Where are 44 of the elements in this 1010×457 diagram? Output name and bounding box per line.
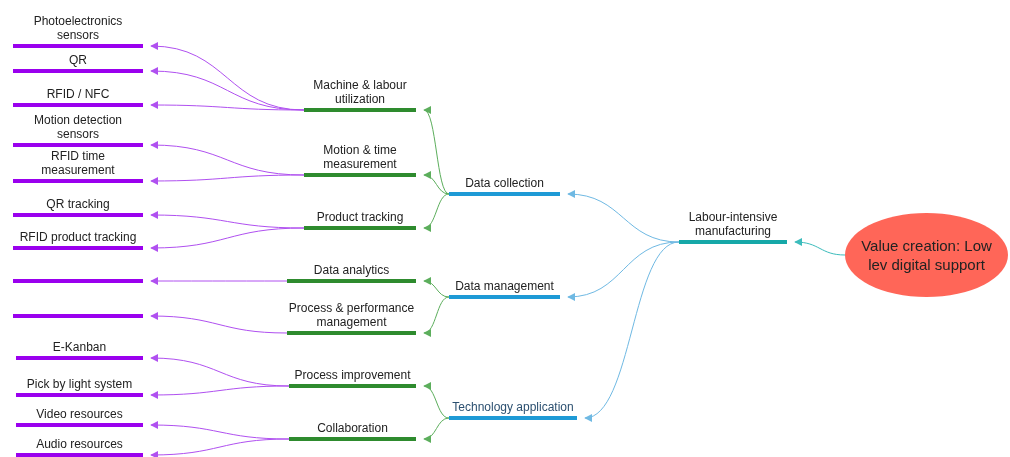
connector-arrow	[423, 193, 450, 231]
connector-arrow	[150, 174, 305, 185]
connector-arrow	[150, 421, 290, 440]
topic-label: QR	[69, 53, 87, 69]
topic-label: Data collection	[465, 176, 544, 192]
connector-arrow	[150, 354, 290, 387]
topic-label: Machine & labour utilization	[312, 78, 408, 108]
topic-label: QR tracking	[46, 197, 110, 213]
topic-label: Photoelectronics sensors	[32, 14, 124, 44]
connector-arrow	[150, 211, 305, 229]
connector-arrow	[423, 109, 450, 195]
topic-label: Collaboration	[317, 421, 388, 437]
topic-label: Motion & time measurement	[322, 143, 398, 173]
topic-label: Labour-intensive manufacturing	[687, 210, 779, 240]
topic-label: Process improvement	[294, 368, 411, 384]
topic-label: Product tracking	[316, 210, 404, 226]
connector-arrow	[423, 383, 450, 419]
connector-arrow	[150, 385, 290, 399]
topic-label: RFID / NFC	[46, 87, 110, 103]
topic-label: Motion detection sensors	[32, 113, 124, 143]
topic-label: Video resources	[36, 407, 123, 423]
connector-arrow	[423, 417, 450, 442]
connector-arrow	[150, 277, 288, 285]
topic-label: Technology application	[452, 400, 574, 416]
connector-arrow	[423, 296, 450, 336]
connector-arrow	[150, 101, 305, 111]
connector-arrow	[150, 438, 290, 457]
connector-arrow	[423, 171, 450, 195]
topic-label: Audio resources	[36, 437, 123, 453]
connector-arrow	[423, 277, 450, 298]
topic-label: RFID time measurement	[40, 149, 116, 179]
connector-arrow	[150, 227, 305, 252]
topic-label: Process & performance management	[287, 301, 416, 331]
topic-label: RFID product tracking	[19, 230, 137, 246]
topic-label: E-Kanban	[52, 340, 107, 356]
topic-label: Value creation: Low lev digital support	[860, 236, 993, 274]
topic-label: Pick by light system	[26, 377, 133, 393]
topic-label: Data analytics	[313, 263, 390, 279]
connector-arrow	[567, 190, 680, 243]
connector-arrow	[150, 312, 288, 334]
connector-arrow	[150, 141, 305, 176]
connector-arrow	[584, 241, 680, 420]
topic-label: Data management	[455, 279, 554, 295]
connector-arrow	[794, 238, 846, 256]
